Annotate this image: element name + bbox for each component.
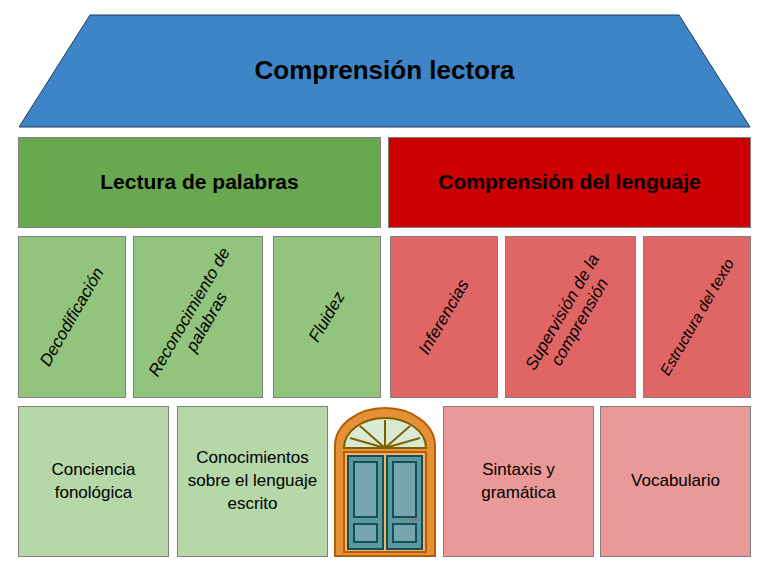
door-illustration bbox=[332, 406, 438, 558]
skill-label: Fluidez bbox=[281, 247, 373, 387]
foundation-box: Conciencia fonológica bbox=[18, 406, 169, 557]
box-label: Conciencia fonológica bbox=[26, 459, 161, 505]
skill-box: Inferencias bbox=[390, 236, 498, 398]
box-label: Sintaxis y gramática bbox=[451, 459, 586, 505]
box-label: Lectura de palabras bbox=[100, 168, 298, 196]
skill-box: Decodificación bbox=[18, 236, 126, 398]
skill-label: Supervisión de la comprensión bbox=[516, 242, 625, 391]
roof-band: Comprensión lectora bbox=[18, 14, 751, 128]
foundation-box: Vocabulario bbox=[600, 406, 751, 557]
pillar-header: Comprensión del lenguaje bbox=[388, 137, 751, 228]
skill-box: Estructura del texto bbox=[643, 236, 751, 398]
box-label: Comprensión del lenguaje bbox=[438, 168, 701, 196]
skill-box: Fluidez bbox=[273, 236, 381, 398]
skill-label: Reconocimiento de palabras bbox=[144, 242, 253, 391]
skill-box: Supervisión de la comprensión bbox=[505, 236, 636, 398]
skill-label: Decodificación bbox=[26, 247, 118, 387]
skill-label: Inferencias bbox=[398, 247, 490, 387]
foundation-box: Conocimientos sobre el lenguaje escrito bbox=[177, 406, 328, 557]
pillar-header: Lectura de palabras bbox=[18, 137, 381, 228]
box-label: Vocabulario bbox=[631, 470, 720, 493]
roof-title: Comprensión lectora bbox=[254, 53, 514, 88]
foundation-box: Sintaxis y gramática bbox=[443, 406, 594, 557]
skill-box: Reconocimiento de palabras bbox=[133, 236, 263, 398]
skill-label: Estructura del texto bbox=[644, 235, 749, 400]
box-label: Conocimientos sobre el lenguaje escrito bbox=[183, 447, 323, 516]
